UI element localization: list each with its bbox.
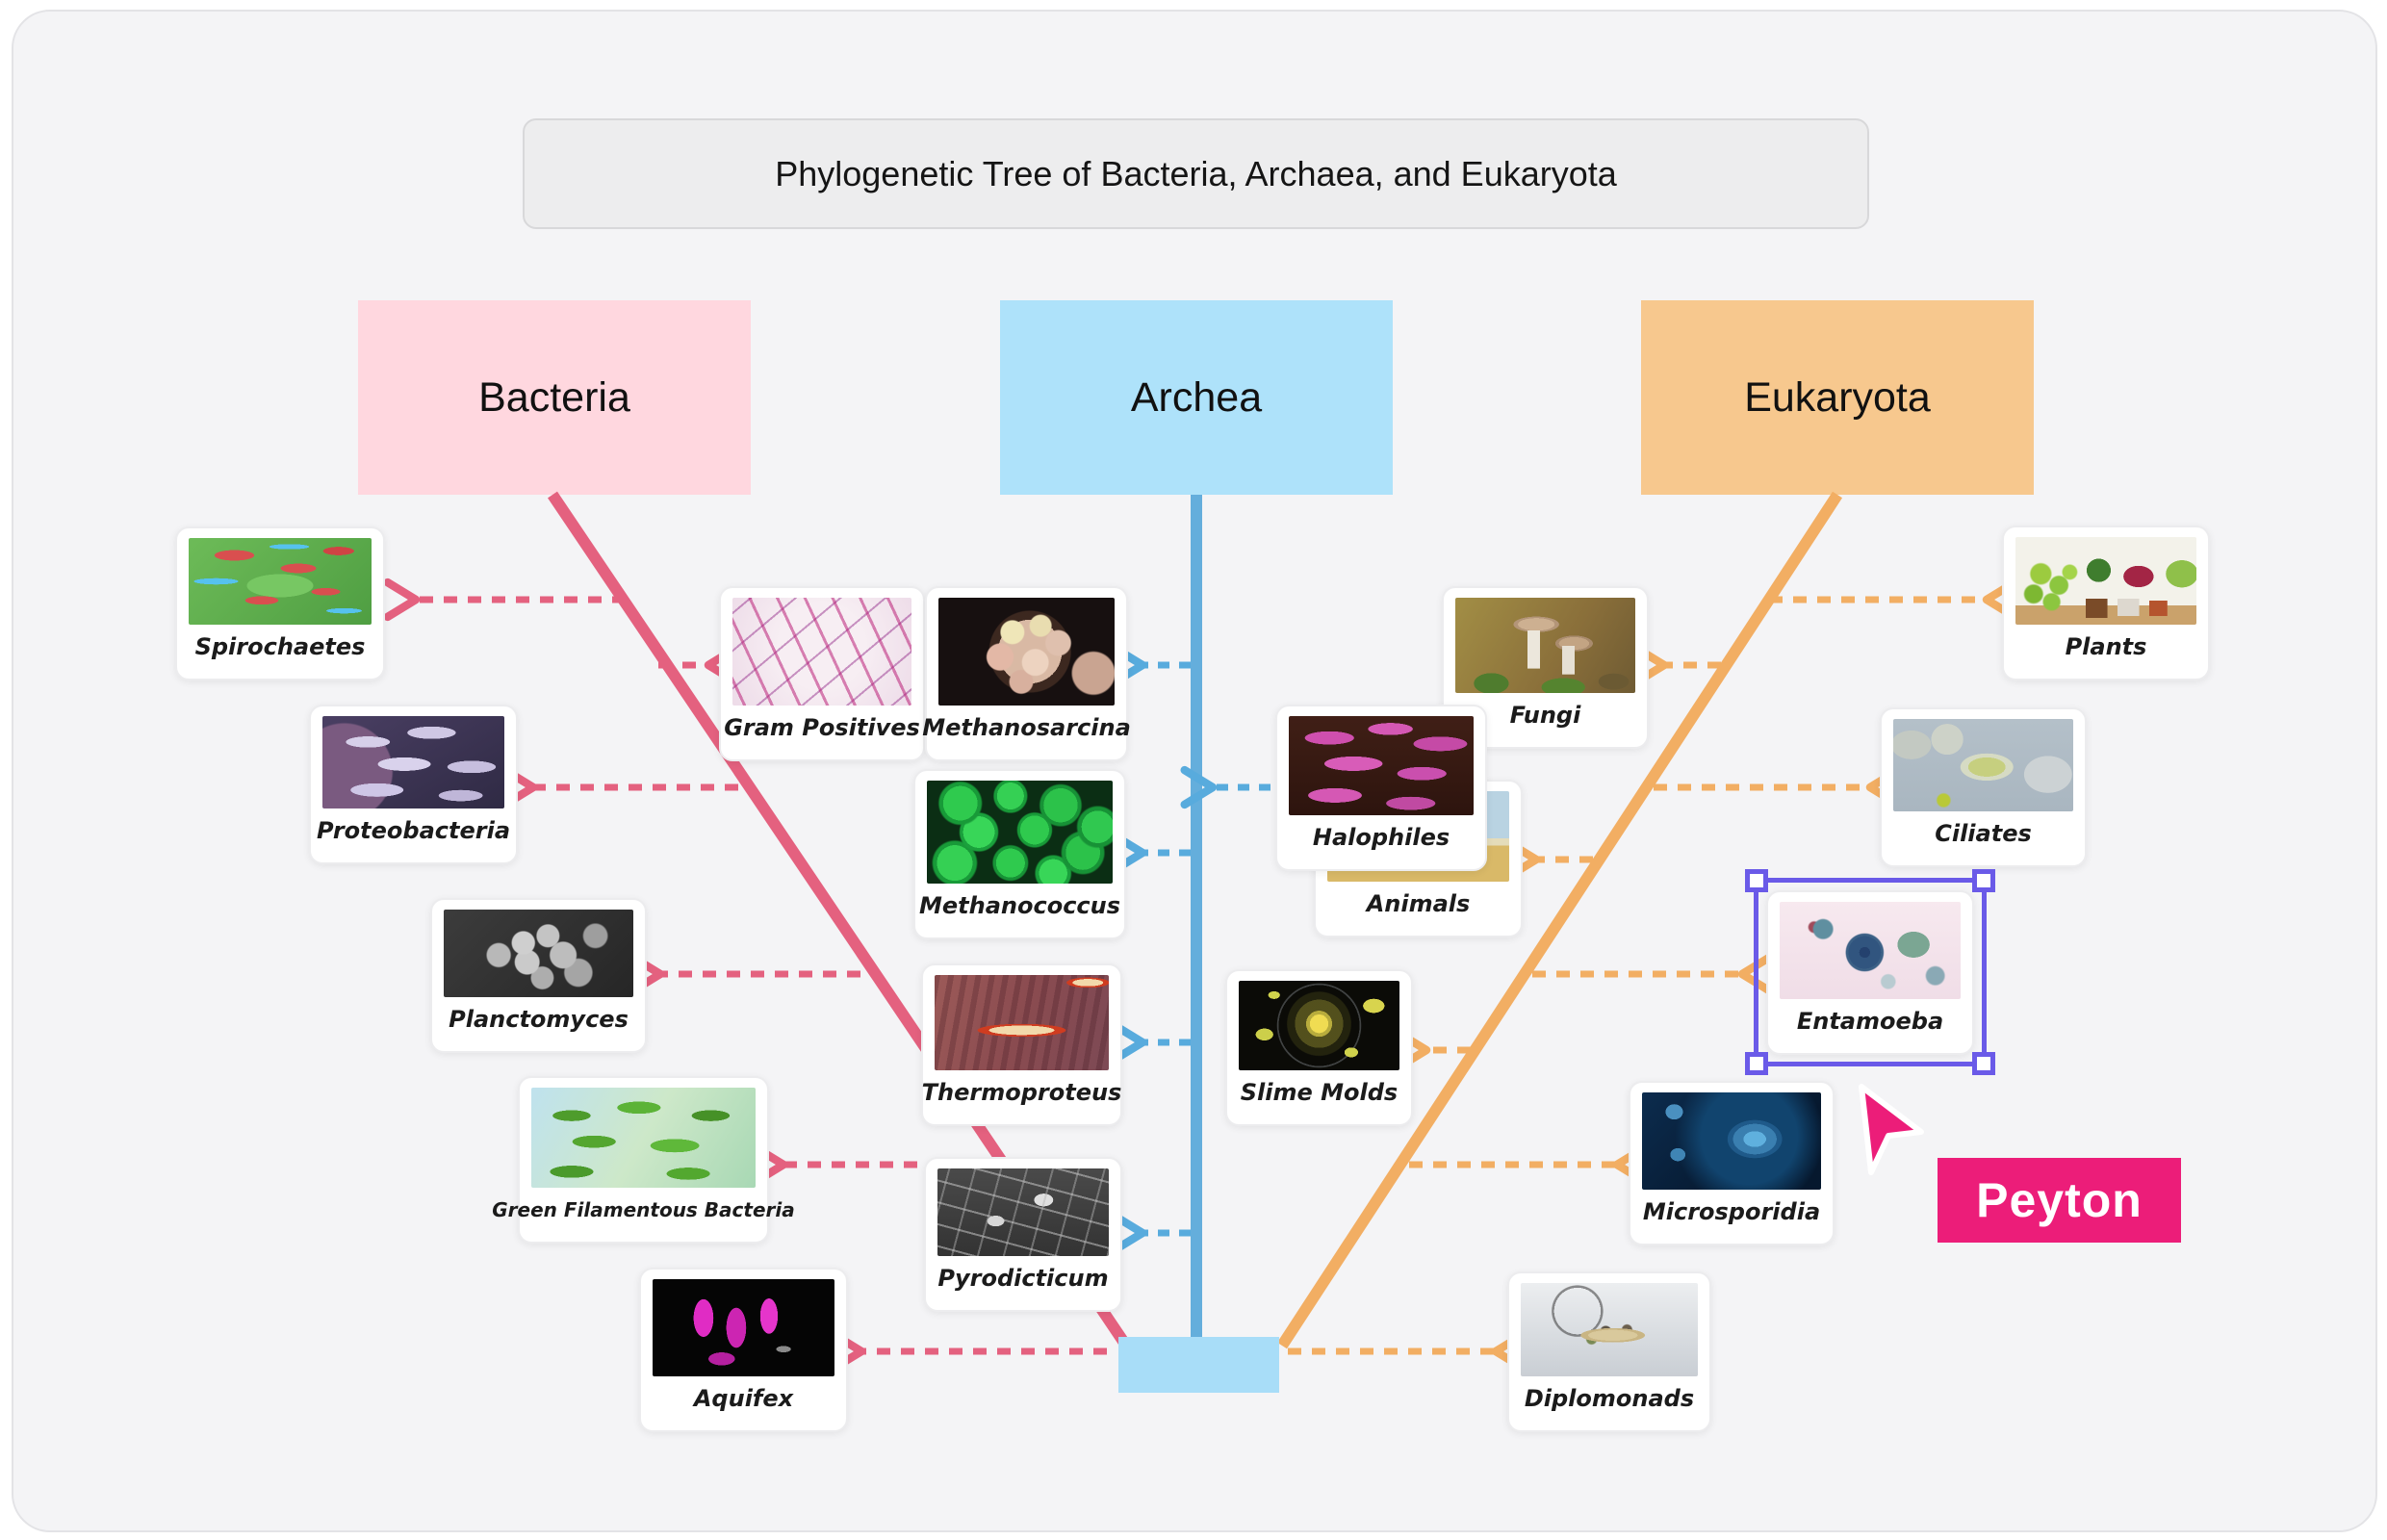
- organism-label-halophiles: Halophiles: [1312, 824, 1450, 851]
- organism-card-aquifex[interactable]: Aquifex: [639, 1268, 848, 1432]
- diagram-title: Phylogenetic Tree of Bacteria, Archaea, …: [775, 153, 1617, 193]
- organism-card-gram-positives[interactable]: Gram Positives: [719, 586, 925, 761]
- organism-image-ciliates: [1893, 719, 2073, 811]
- organism-card-methanococcus[interactable]: Methanococcus: [913, 769, 1126, 939]
- presence-name-tag: Peyton: [1938, 1158, 2181, 1243]
- organism-label-gram-positives: Gram Positives: [724, 714, 920, 741]
- organism-card-pyrodicticum[interactable]: Pyrodicticum: [924, 1157, 1122, 1312]
- tree-root-junction[interactable]: [1118, 1337, 1279, 1393]
- organism-card-ciliates[interactable]: Ciliates: [1880, 707, 2087, 867]
- organism-card-slime-molds[interactable]: Slime Molds: [1225, 969, 1413, 1126]
- organism-image-proteobacteria: [322, 716, 504, 808]
- organism-label-proteobacteria: Proteobacteria: [316, 817, 511, 844]
- organism-label-fungi: Fungi: [1509, 702, 1581, 729]
- organism-label-plants: Plants: [2065, 633, 2147, 660]
- organism-card-diplomonads[interactable]: Diplomonads: [1507, 1271, 1711, 1432]
- domain-label-eukaryota: Eukaryota: [1744, 373, 1931, 421]
- organism-label-planctomyces: Planctomyces: [449, 1006, 629, 1033]
- organism-image-diplomonads: [1521, 1283, 1698, 1376]
- organism-image-thermoproteus: [935, 975, 1109, 1070]
- organism-label-spirochaetes: Spirochaetes: [194, 633, 366, 660]
- organism-card-halophiles[interactable]: Halophiles: [1275, 705, 1487, 871]
- organism-card-plants[interactable]: Plants: [2002, 526, 2210, 680]
- organism-card-green-filamentous-bacteria[interactable]: Green Filamentous Bacteria: [492, 1076, 795, 1244]
- selection-handle-bottom-right[interactable]: [1972, 1052, 1995, 1075]
- presence-user-name: Peyton: [1976, 1173, 2143, 1227]
- organism-image-fungi: [1455, 598, 1635, 693]
- organism-image-entamoeba: [1780, 902, 1961, 999]
- organism-image-green-filamentous-bacteria: [531, 1088, 756, 1188]
- organism-card-spirochaetes[interactable]: Spirochaetes: [175, 526, 385, 680]
- organism-label-ciliates: Ciliates: [1935, 820, 2032, 847]
- domain-label-bacteria: Bacteria: [478, 373, 630, 421]
- organism-image-halophiles: [1289, 716, 1474, 815]
- selection-handle-bottom-left[interactable]: [1745, 1052, 1768, 1075]
- organism-label-pyrodicticum: Pyrodicticum: [937, 1265, 1109, 1292]
- organism-label-methanosarcina: Methanosarcina: [922, 714, 1131, 741]
- organism-image-methanococcus: [927, 781, 1113, 884]
- peyton-cursor-icon: [1859, 1084, 1924, 1175]
- organism-label-diplomonads: Diplomonads: [1524, 1385, 1695, 1412]
- organism-card-microsporidia[interactable]: Microsporidia: [1629, 1081, 1835, 1245]
- domain-label-archea: Archea: [1130, 373, 1263, 421]
- selection-handle-top-left[interactable]: [1745, 869, 1768, 892]
- organism-image-gram-positives: [732, 598, 911, 706]
- organism-image-microsporidia: [1642, 1092, 1821, 1190]
- organism-card-methanosarcina[interactable]: Methanosarcina: [922, 586, 1131, 761]
- organism-label-microsporidia: Microsporidia: [1642, 1198, 1821, 1225]
- organism-card-entamoeba[interactable]: Entamoeba: [1766, 890, 1974, 1055]
- diagram-title-box[interactable]: Phylogenetic Tree of Bacteria, Archaea, …: [523, 118, 1869, 229]
- organism-label-thermoproteus: Thermoproteus: [921, 1079, 1122, 1106]
- organism-card-proteobacteria[interactable]: Proteobacteria: [309, 705, 518, 864]
- organism-card-thermoproteus[interactable]: Thermoproteus: [921, 963, 1122, 1126]
- organism-label-aquifex: Aquifex: [693, 1385, 794, 1412]
- domain-box-bacteria[interactable]: Bacteria: [358, 300, 751, 495]
- selection-handle-top-right[interactable]: [1972, 869, 1995, 892]
- organism-image-pyrodicticum: [937, 1168, 1109, 1256]
- domain-box-archea[interactable]: Archea: [1000, 300, 1393, 495]
- organism-image-methanosarcina: [938, 598, 1115, 706]
- organism-label-animals: Animals: [1366, 890, 1471, 917]
- organism-image-spirochaetes: [189, 538, 372, 625]
- organism-label-entamoeba: Entamoeba: [1796, 1008, 1944, 1035]
- organism-image-slime-molds: [1239, 981, 1399, 1070]
- eukaryota-branch-line[interactable]: [1276, 491, 1843, 1349]
- organism-image-aquifex: [653, 1279, 834, 1376]
- domain-box-eukaryota[interactable]: Eukaryota: [1641, 300, 2034, 495]
- organism-label-green-filamentous-bacteria: Green Filamentous Bacteria: [492, 1198, 795, 1221]
- organism-label-slime-molds: Slime Molds: [1240, 1079, 1399, 1106]
- organism-image-plants: [2015, 537, 2196, 625]
- selection-frame-entamoeba: [1745, 869, 1995, 1075]
- organism-label-methanococcus: Methanococcus: [918, 892, 1121, 919]
- organism-card-planctomyces[interactable]: Planctomyces: [430, 898, 647, 1053]
- organism-image-planctomyces: [444, 910, 633, 997]
